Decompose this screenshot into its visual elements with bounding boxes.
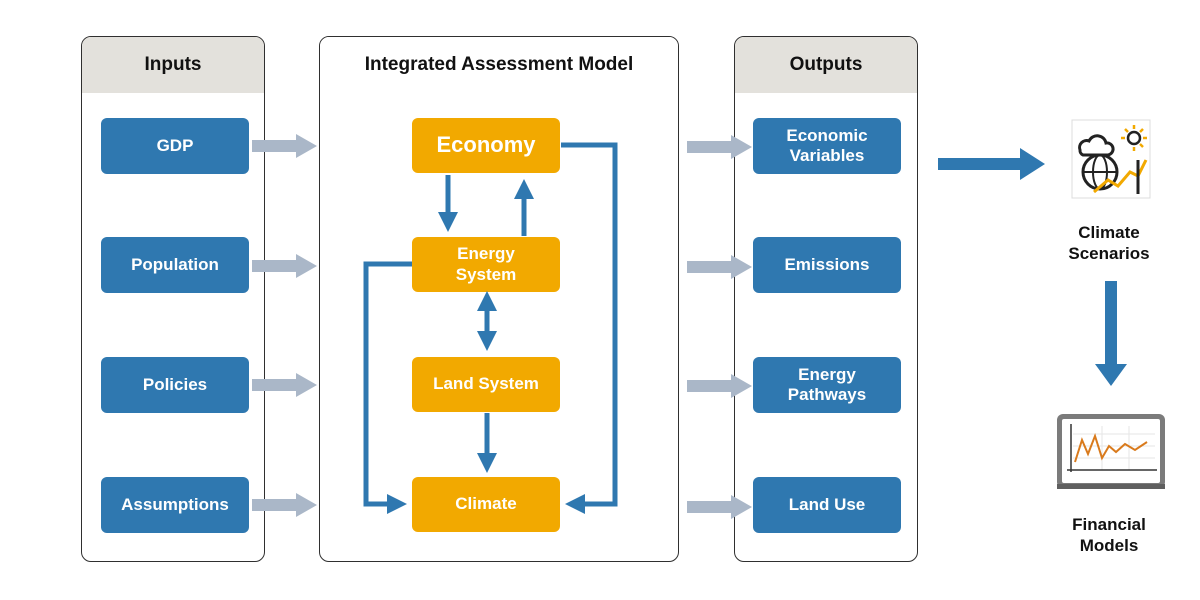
climate-scenarios-label: Climate Scenarios [1068, 223, 1150, 264]
model-economy: Economy [412, 118, 560, 173]
input-arrow-gdp [252, 134, 317, 158]
output-arrows [687, 135, 752, 519]
output-emissions: Emissions [753, 237, 901, 293]
output-economic-variables: Economic Variables [753, 118, 901, 174]
input-arrow-assumptions [252, 493, 317, 517]
output-land-use: Land Use [753, 477, 901, 533]
input-gdp: GDP [101, 118, 249, 174]
input-population: Population [101, 237, 249, 293]
model-climate: Climate [412, 477, 560, 532]
output-arrow-economic-variables [687, 135, 752, 159]
output-energy-pathways: Energy Pathways [753, 357, 901, 413]
model-title: Integrated Assessment Model [320, 37, 678, 93]
inputs-title: Inputs [82, 37, 264, 93]
input-assumptions: Assumptions [101, 477, 249, 533]
input-arrows [252, 134, 317, 517]
model-land-system: Land System [412, 357, 560, 412]
output-arrow-emissions [687, 255, 752, 279]
outputs-title: Outputs [735, 37, 917, 93]
input-policies: Policies [101, 357, 249, 413]
globe-cloud-sun-chart-icon [1071, 119, 1151, 199]
input-arrow-policies [252, 373, 317, 397]
financial-models-label: Financial Models [1072, 515, 1146, 556]
arrow-economy-to-climate [561, 142, 618, 514]
output-arrow-energy-pathways [687, 374, 752, 398]
model-energy-system: Energy System [412, 237, 560, 292]
arrow-to-climate-scenarios [938, 148, 1045, 180]
output-arrow-land-use [687, 495, 752, 519]
laptop-line-chart-icon [1057, 414, 1165, 489]
input-arrow-population [252, 254, 317, 278]
arrow-to-financial-models [1095, 281, 1127, 386]
arrow-energy-to-climate [363, 261, 412, 514]
